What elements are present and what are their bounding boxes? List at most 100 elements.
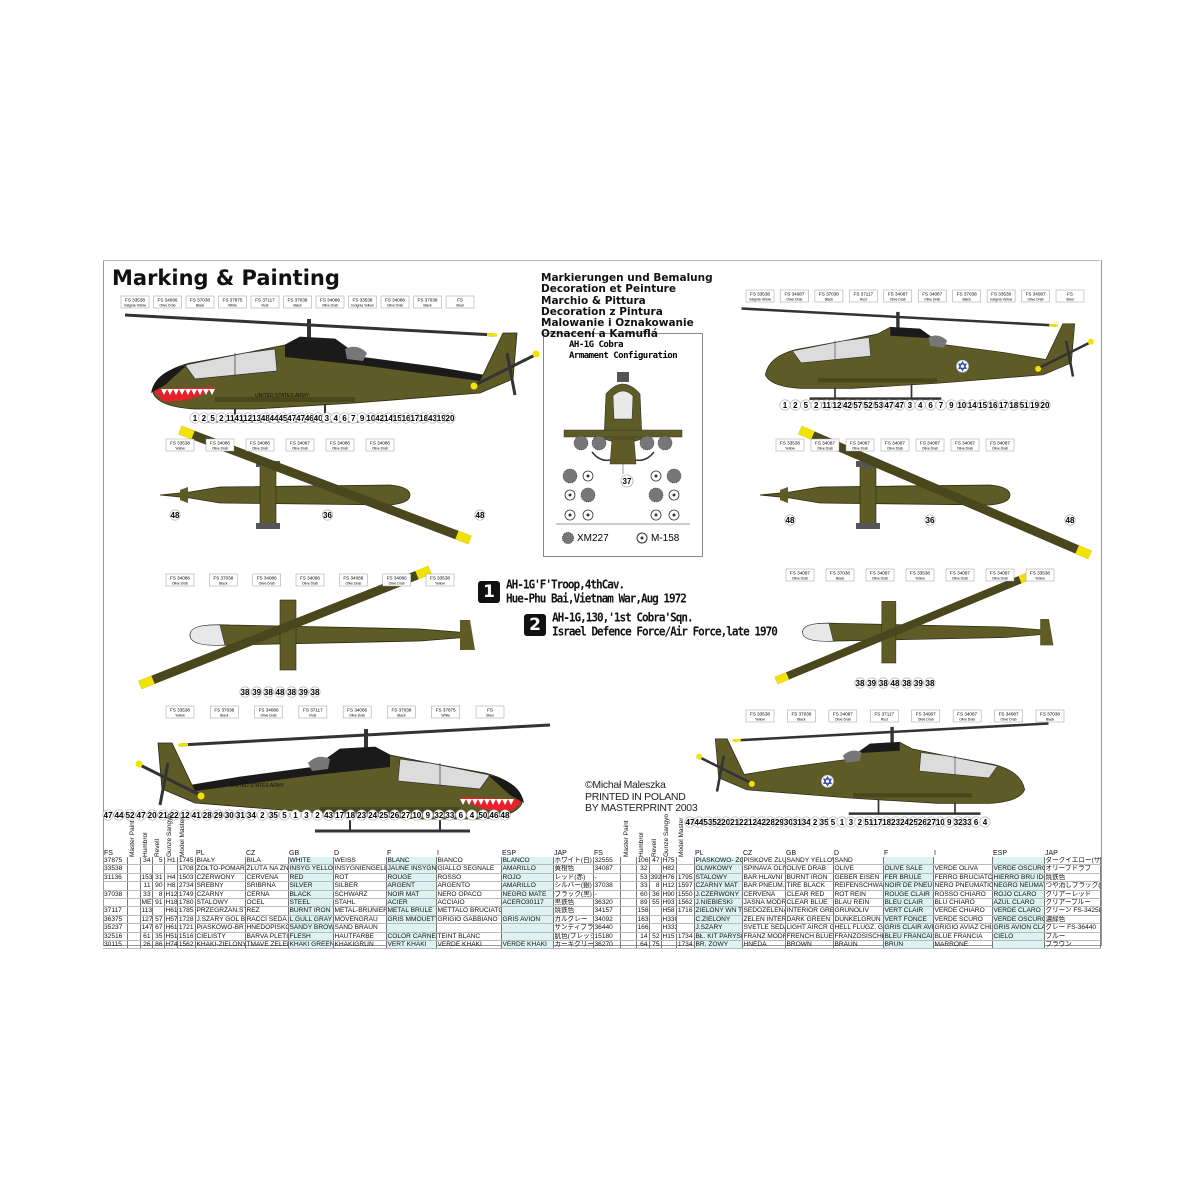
paint-cell: KHAKI GREEN: [288, 940, 334, 950]
callout-circle: [289, 809, 301, 821]
paint-cell: CLEAR RED: [785, 890, 834, 900]
callout-number: 26: [918, 818, 927, 827]
paint-cell: ZIELONY WN TRZA: [694, 906, 743, 916]
fs-code: FS 37038: [1040, 712, 1060, 717]
paint-cell: NERO OPACO: [436, 890, 502, 900]
paint-cell: [127, 881, 141, 891]
scheme1-right-side-view: [135, 723, 551, 833]
fs-code: FS 34086: [347, 708, 367, 713]
paint-cell: [621, 906, 637, 916]
paint-cell: 91: [152, 898, 165, 908]
paint-cell: OLIVE: [833, 864, 884, 874]
scheme2-bottom-view: [774, 571, 1054, 685]
callout-number: 3: [849, 818, 854, 827]
paint-cell: H18: [164, 898, 178, 908]
xm227-pod-icon: [648, 487, 664, 503]
callout-circle: [300, 809, 312, 821]
rotor-mast: [896, 311, 900, 331]
paint-cell: オリーブドラブ: [1044, 864, 1101, 874]
column-header: Model Master: [179, 817, 186, 857]
paint-cell: H61: [164, 923, 178, 933]
paint-cell: CZERWONY: [195, 873, 246, 883]
column-header: Master Paint: [623, 820, 630, 858]
paint-cell: ROT REIN: [833, 890, 884, 900]
callout-circle: [323, 809, 335, 821]
fs-color-name: Olive Drab: [302, 582, 318, 586]
paint-cell: OLIVE SALE: [883, 864, 934, 874]
fs-code: FS 37117: [854, 292, 874, 297]
fs-label-box: [1055, 289, 1085, 303]
armament-title: AH-1G Cobra Armament Configuration: [569, 340, 678, 362]
fs-color-name: Steel: [1066, 298, 1074, 302]
callout-number: 1: [293, 811, 298, 820]
paint-cell: GRÜNOLIV: [833, 906, 884, 916]
fs-color-name: Olive Drab: [212, 447, 228, 451]
callout-circle: [321, 509, 333, 521]
legend-xm227-label: XM227: [577, 532, 609, 544]
callout-number: 2: [260, 811, 265, 820]
fs-label-box: [210, 705, 239, 719]
paint-cell: H75: [661, 857, 677, 866]
xm227-pod-icon: [562, 532, 574, 544]
paint-cell: 57: [152, 915, 165, 925]
paint-cell: ROSSO CHIARO: [933, 890, 993, 900]
paint-cell: 36440: [593, 923, 621, 933]
paint-cell: OCEL: [245, 898, 289, 908]
paint-cell: 34087: [593, 864, 621, 874]
paint-cell: GRIGIO GABBIANO: [436, 915, 502, 925]
scheme-1-badge: 1: [478, 581, 500, 603]
fs-code: FS 34086: [387, 576, 407, 581]
paint-row: MET91H181780STALOWYOCELSTEELSTAHLACIERAC…: [103, 898, 621, 908]
paint-cell: [933, 857, 993, 866]
fs-label-box: [252, 573, 281, 587]
paint-cell: [621, 864, 637, 874]
paint-cell: INSYGNIENGELB: [333, 864, 387, 874]
paint-cell: HNEDOPÍSKOVÁ: [245, 923, 289, 933]
star-of-david-icon: [822, 776, 833, 787]
weapon-pylon: [256, 523, 280, 529]
paint-cell: KHAKI-ZIELONY: [195, 940, 246, 950]
paint-cell: [621, 898, 637, 908]
fs-label-box: [825, 568, 855, 582]
fs-color-name: Olive Drab: [1028, 298, 1044, 302]
paint-cell: ROJO: [501, 873, 554, 883]
fs-color-name: Olive Drab: [387, 304, 403, 308]
fs-label-box: [165, 573, 195, 587]
callout-number: 48: [276, 688, 285, 697]
paint-cell: 1716: [676, 906, 695, 916]
fs-code: FS: [1067, 292, 1073, 297]
fs-code: FS 34087: [815, 441, 835, 446]
paint-cell: HIERRO BRU IDO: [992, 873, 1045, 883]
callout-number: 40: [314, 414, 323, 423]
paint-cell: 53: [636, 873, 650, 883]
m158-pod-center: [672, 493, 676, 497]
paint-cell: ブルー: [1044, 932, 1101, 942]
scheme-1-line2: Hue-Phu Bai,Vietnam War,Aug 1972: [506, 590, 687, 606]
fs-code: FS 33538: [353, 298, 373, 303]
paint-cell: 158: [636, 906, 650, 916]
paint-cell: STEEL: [288, 898, 334, 908]
paint-cell: 8: [649, 881, 662, 891]
rotor-mast: [307, 319, 311, 341]
weapon-pylon: [856, 523, 880, 529]
title-de: Markierungen und Bemalung: [541, 272, 713, 284]
callout-circle: [499, 809, 511, 821]
callout-number: 9: [949, 401, 954, 410]
paint-cell: H1: [164, 857, 178, 866]
callout-number: 10: [957, 401, 966, 410]
paint-cell: RED: [288, 873, 334, 883]
callout-number: 5: [282, 811, 287, 820]
callout-number: 45: [278, 414, 287, 423]
callout-number: 22: [739, 818, 748, 827]
column-header: Model Master: [678, 817, 685, 857]
sheet-top-border: [103, 260, 1100, 261]
fs-code: FS 34087: [784, 292, 804, 297]
callout-circle: [274, 686, 286, 698]
paint-cell: クリアーブルー: [1044, 898, 1101, 908]
paint-cell: [501, 906, 554, 916]
